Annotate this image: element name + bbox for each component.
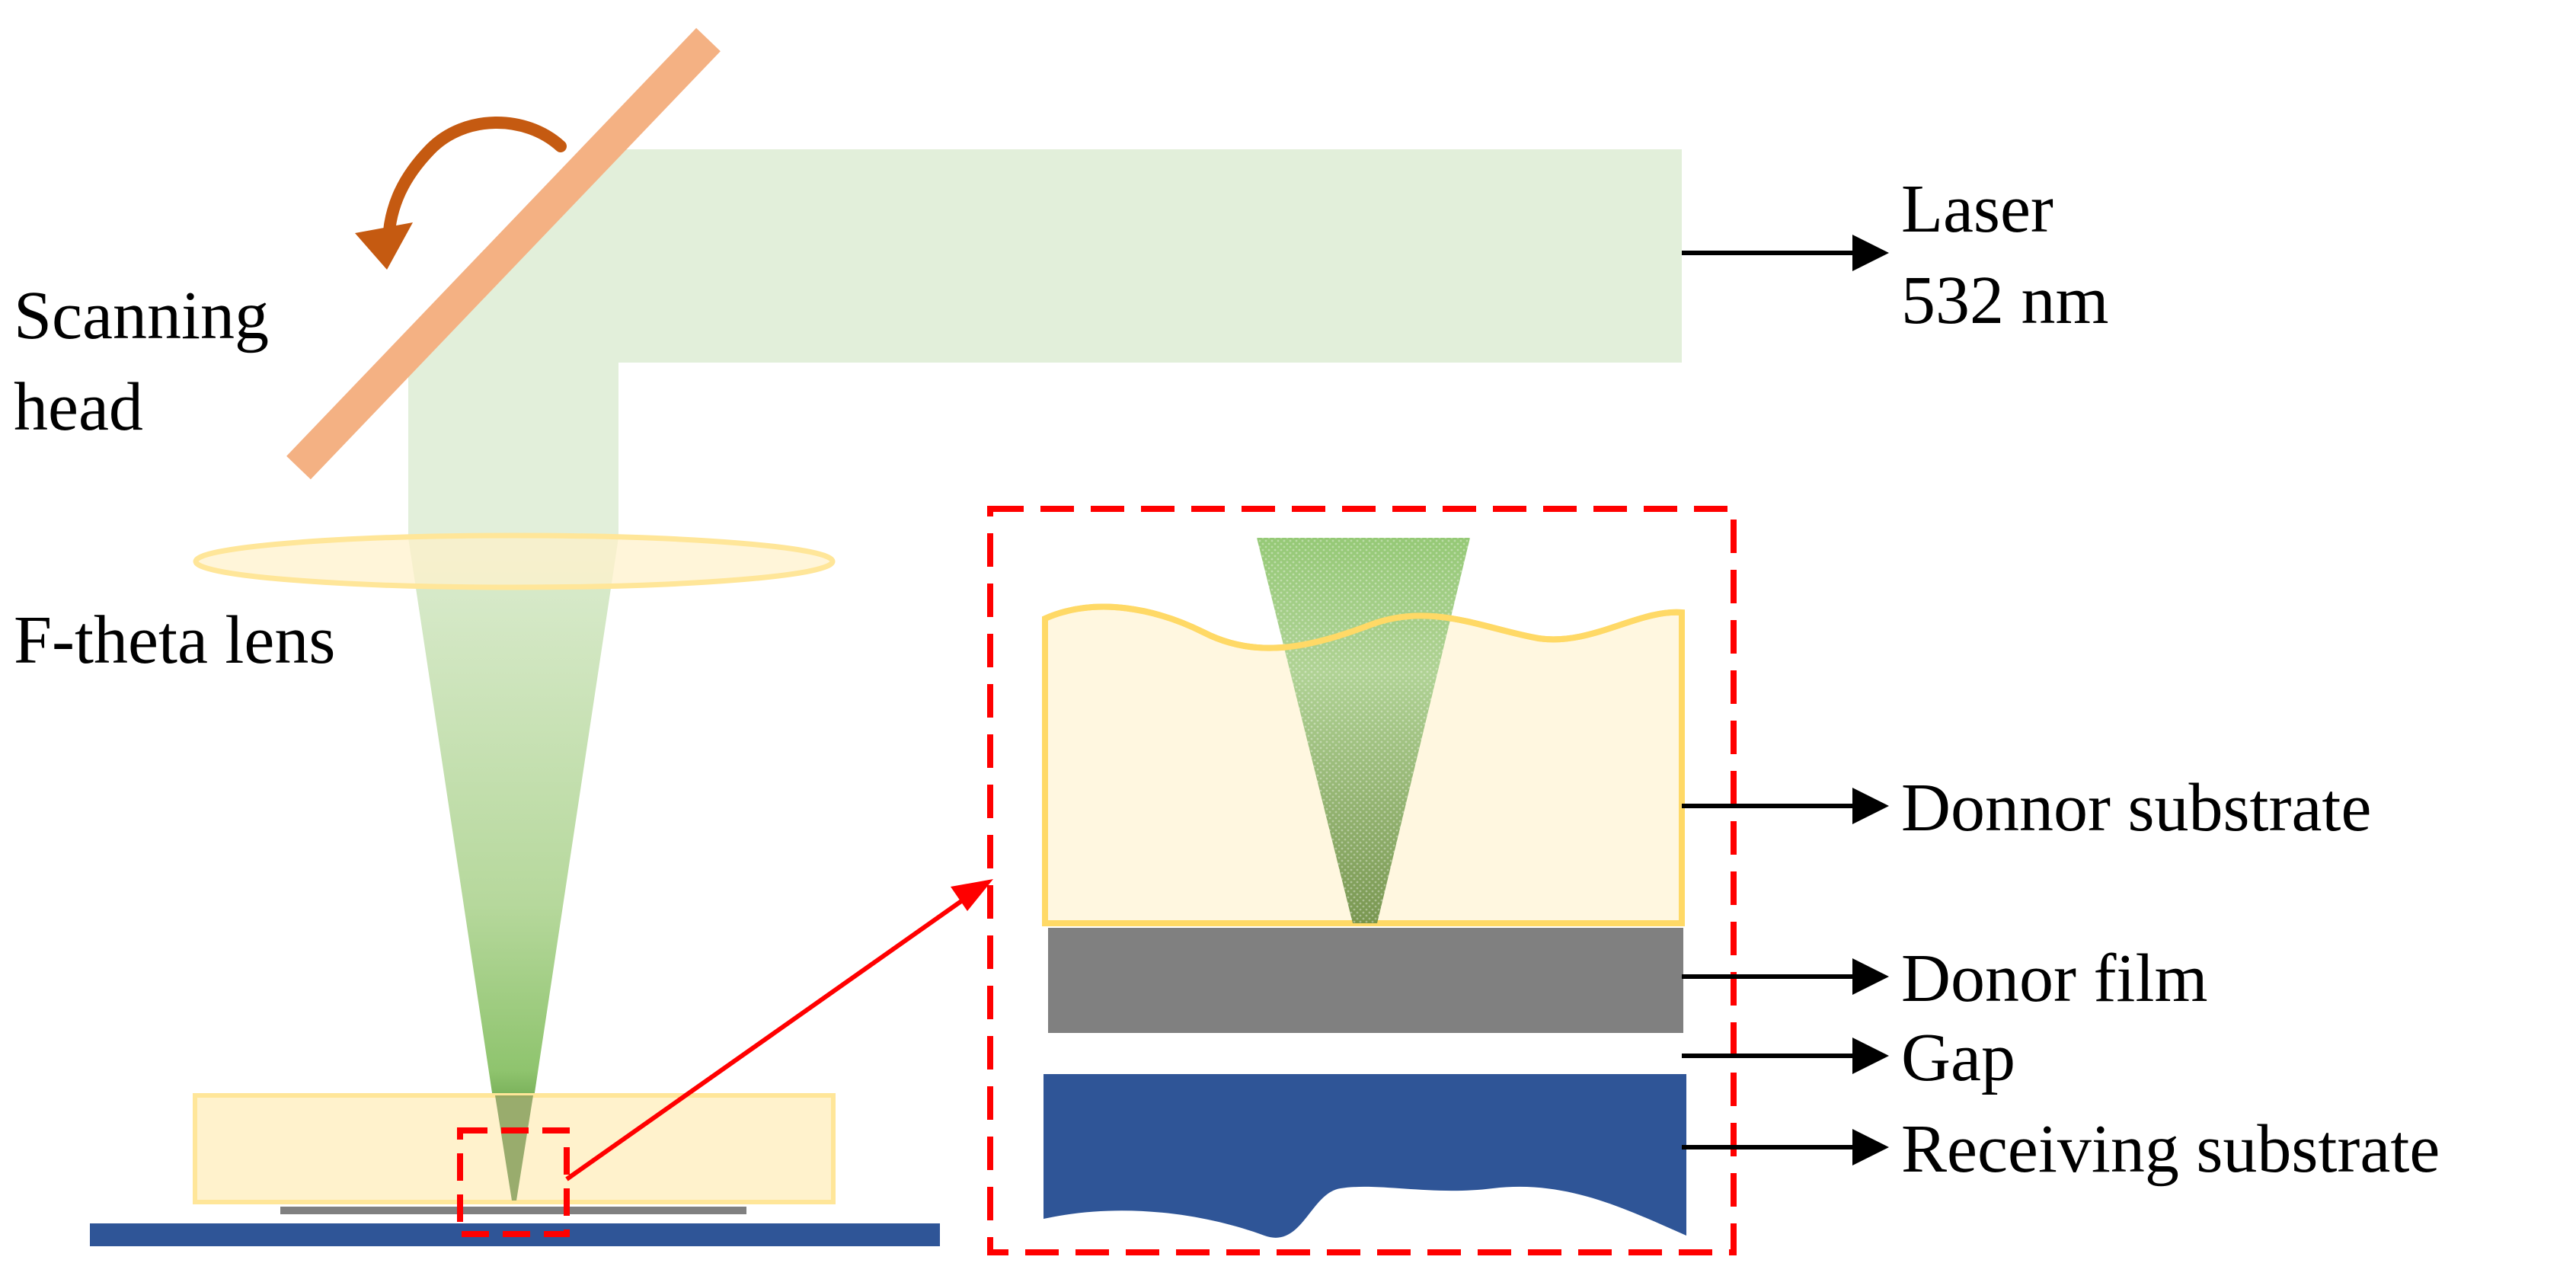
donor-substrate-label: Donnor substrate xyxy=(1901,770,2371,846)
laser-label-line1: Laser xyxy=(1901,171,2053,247)
laser-beam-vertical xyxy=(408,363,618,538)
focused-beam-tip xyxy=(495,1095,533,1201)
gap-label: Gap xyxy=(1901,1020,2015,1095)
donor-film-zoom xyxy=(1048,928,1683,1033)
rotation-arrow-icon xyxy=(355,117,567,270)
scanning-head-label-line2: head xyxy=(14,369,143,445)
receiving-substrate-zoom xyxy=(1044,1074,1686,1238)
receiving-substrate-label: Receiving substrate xyxy=(1901,1111,2440,1187)
zoom-detail-box xyxy=(987,506,1737,1255)
zoom-source-box xyxy=(457,1127,570,1237)
scanning-mirror xyxy=(286,27,721,480)
focused-beam-cone xyxy=(408,538,618,1204)
laser-label-line2: 532 nm xyxy=(1901,263,2109,338)
donor-film-small xyxy=(280,1207,746,1214)
donor-film-label: Donor film xyxy=(1901,941,2207,1016)
laser-beam-horizontal xyxy=(618,149,1682,363)
label-leaders xyxy=(1682,235,1889,1165)
laser-beam xyxy=(408,149,1682,538)
f-theta-lens xyxy=(193,532,836,590)
scanning-head-label-line1: Scanning xyxy=(14,278,269,353)
sample-stack-small xyxy=(90,1093,940,1246)
f-theta-lens-label: F-theta lens xyxy=(14,603,335,678)
zoom-arrow xyxy=(565,879,993,1181)
